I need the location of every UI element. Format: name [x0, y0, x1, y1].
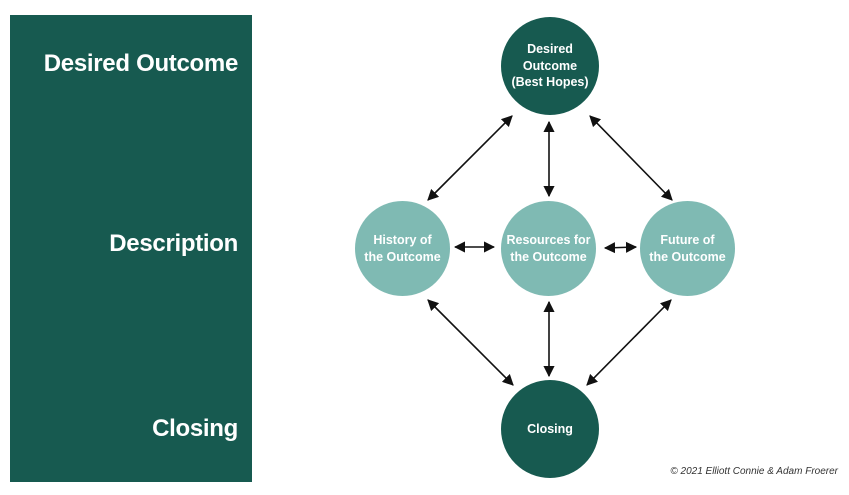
copyright-notice: © 2021 Elliott Connie & Adam Froerer — [670, 466, 838, 477]
node-closing: Closing — [501, 380, 599, 478]
arrow-future-closing — [586, 299, 672, 386]
arrow-desired-history — [427, 115, 513, 201]
stage-label-desired-outcome: Desired Outcome — [43, 50, 239, 77]
arrow-resources-future — [603, 241, 638, 254]
stage-label-closing: Closing — [152, 415, 238, 442]
stages-sidebar: Desired Outcome Description Closing — [10, 15, 252, 482]
node-resources-for-outcome: Resources for the Outcome — [501, 201, 596, 296]
node-desired-outcome: Desired Outcome (Best Hopes) — [501, 17, 599, 115]
node-resources-label: Resources for the Outcome — [506, 232, 591, 264]
node-closing-label: Closing — [527, 421, 573, 436]
arrow-desired-future — [589, 115, 673, 201]
node-desired-outcome-label: Desired Outcome (Best Hopes) — [511, 41, 589, 90]
node-history-of-outcome: History of the Outcome — [355, 201, 450, 296]
stage-label-description: Description — [109, 230, 238, 257]
node-future-of-outcome: Future of the Outcome — [640, 201, 735, 296]
arrow-history-closing — [427, 299, 514, 386]
node-future-label: Future of the Outcome — [649, 232, 726, 264]
node-history-label: History of the Outcome — [364, 232, 441, 264]
